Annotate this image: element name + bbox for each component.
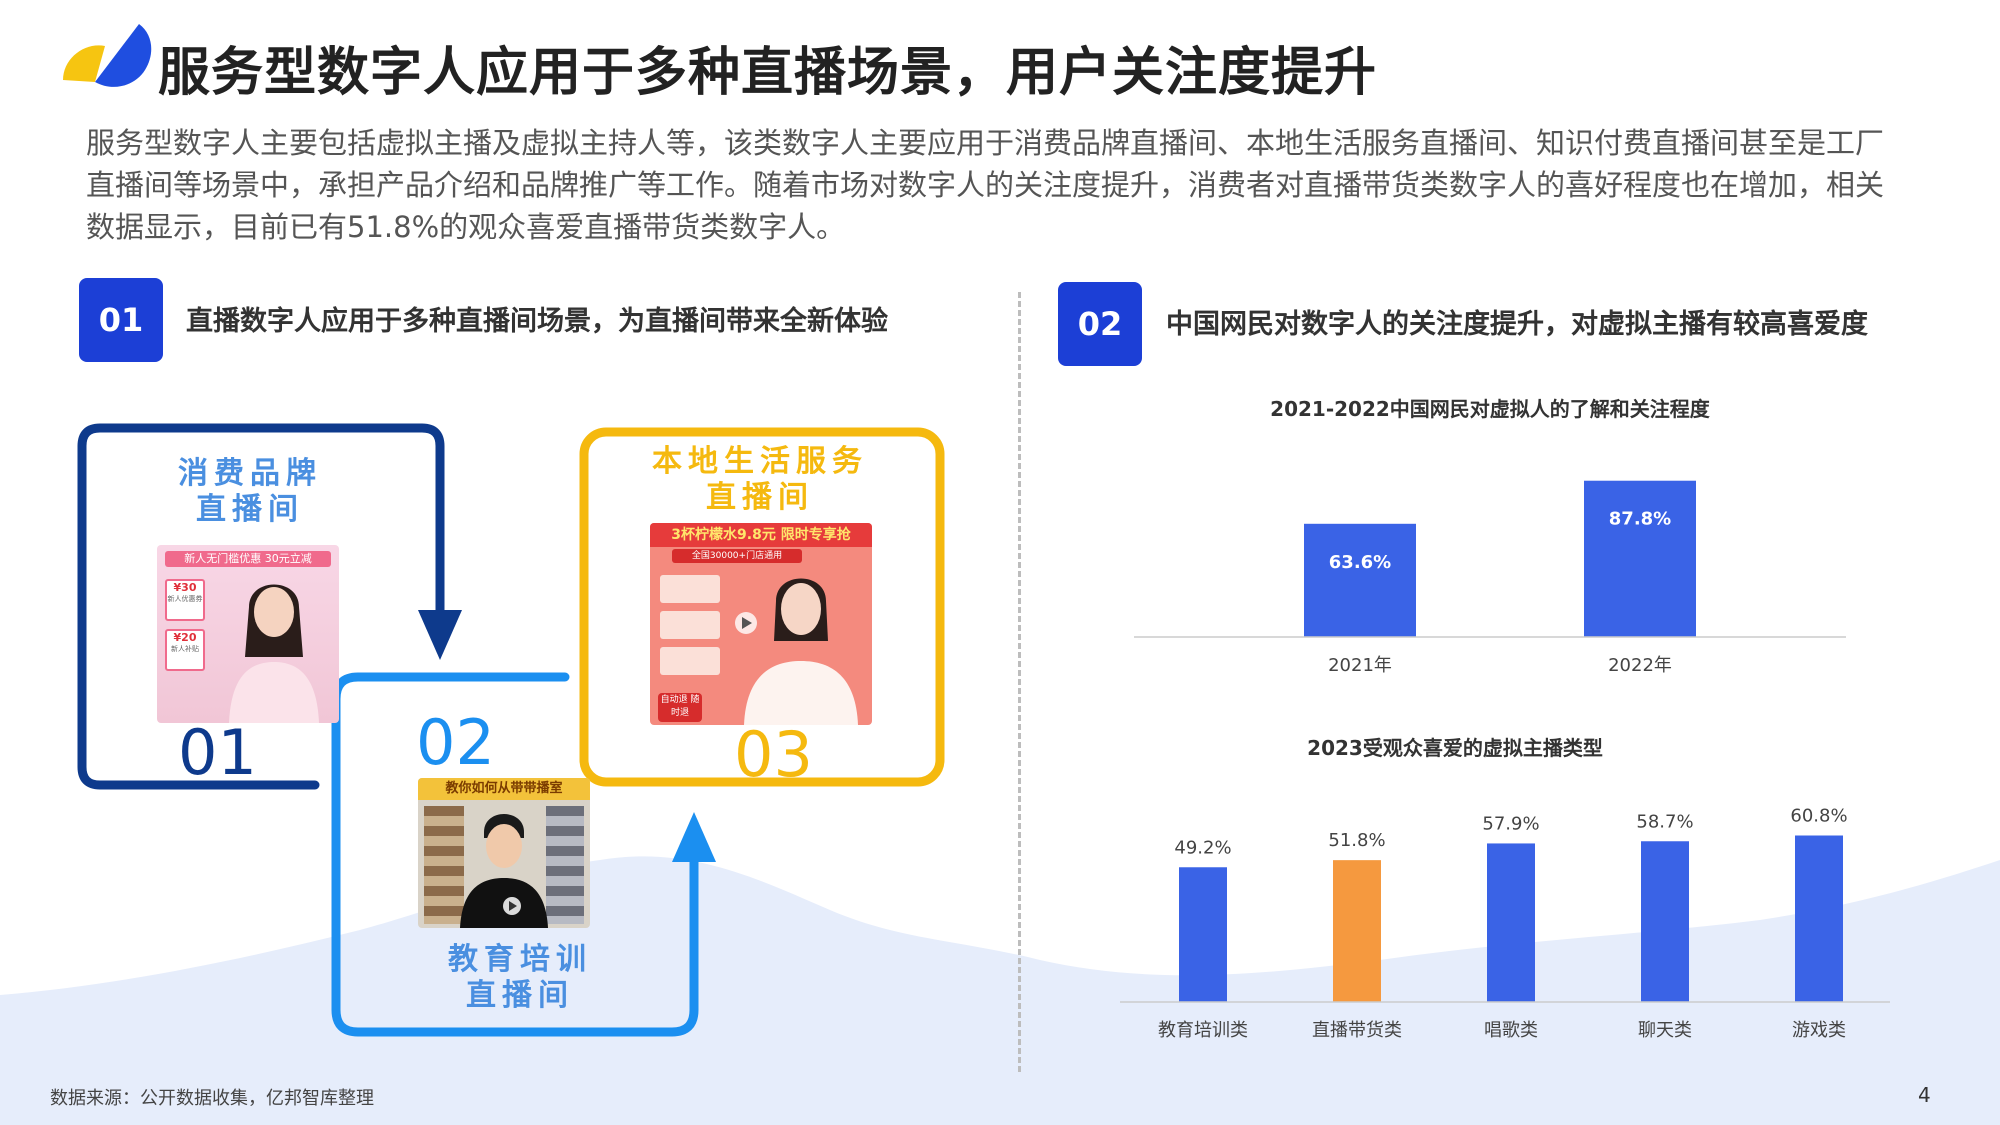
section-title-02: 中国网民对数字人的关注度提升，对虚拟主播有较高喜爱度: [1166, 309, 1868, 340]
page-title: 服务型数字人应用于多种直播场景，用户关注度提升: [158, 43, 1378, 103]
product-list: [660, 575, 720, 679]
chart-favorite-host-types-2023: 2023受观众喜爱的虚拟主播类型 49.2% 教育培训类 51.8% 直播带货类 57.9…: [1120, 736, 1890, 1041]
data-label: 87.8%: [1609, 509, 1671, 530]
x-tick-label: 游戏类: [1792, 1020, 1846, 1041]
x-tick-label: 直播带货类: [1312, 1020, 1402, 1041]
virtual-host-figure: [460, 814, 548, 928]
section-badge-01: 01: [79, 278, 163, 362]
scene-screenshot-03: 3杯柠檬水9.8元 限时专享抢 全国30000+门店通用 自动退 随时退: [650, 523, 872, 725]
page-number: 4: [1918, 1083, 1931, 1107]
intro-paragraph: 服务型数字人主要包括虚拟主播及虚拟主持人等，该类数字人主要应用于消费品牌直播间、…: [86, 126, 1885, 244]
brand-logo-icon: [63, 24, 152, 87]
x-tick-label: 聊天类: [1638, 1020, 1692, 1041]
scene-screenshot-02: 教你如何从带带播室: [418, 778, 590, 928]
charts-area: 2021-2022中国网民对虚拟人的了解和关注程度 63.6% 2021年 87.8%…: [1120, 397, 1890, 1041]
data-label: 63.6%: [1329, 552, 1391, 573]
chart-bar: [1795, 835, 1843, 1002]
promo-banner: 教你如何从带带播室: [418, 778, 590, 800]
chart-bar: [1333, 860, 1381, 1002]
section-badge-02: 02: [1058, 282, 1142, 366]
x-tick-label: 2022年: [1608, 655, 1672, 676]
chart-bar: [1179, 867, 1227, 1002]
chart-bar: [1584, 480, 1696, 637]
data-source-note: 数据来源：公开数据收集，亿邦智库整理: [50, 1088, 374, 1109]
x-tick-label: 2021年: [1328, 655, 1392, 676]
chart-title: 2021-2022中国网民对虚拟人的了解和关注程度: [1270, 397, 1711, 421]
x-tick-label: 教育培训类: [1158, 1020, 1248, 1041]
coupon-card: ¥20 新人补贴: [165, 629, 205, 671]
promo-banner: 新人无门槛优惠 30元立减: [165, 551, 331, 567]
data-label: 49.2%: [1174, 837, 1231, 858]
section-divider: [1018, 292, 1021, 1072]
data-label: 51.8%: [1328, 830, 1385, 851]
scene-screenshot-01: 新人无门槛优惠 30元立减 ¥30 新人优惠券 ¥20 新人补贴: [157, 545, 339, 723]
scene-label-02: 教育培训 直播间: [448, 942, 592, 1013]
chart-bar: [1304, 523, 1416, 637]
chart-awareness-2021-2022: 2021-2022中国网民对虚拟人的了解和关注程度 63.6% 2021年 87.8%…: [1134, 397, 1846, 676]
scene-label-03: 本地生活服务 直播间: [652, 444, 868, 515]
virtual-host-figure: [229, 584, 319, 723]
chart-title: 2023受观众喜爱的虚拟主播类型: [1307, 736, 1603, 760]
data-label: 58.7%: [1636, 811, 1693, 832]
scene-label-01: 消费品牌 直播间: [178, 456, 322, 527]
section-title-01: 直播数字人应用于多种直播间场景，为直播间带来全新体验: [186, 306, 888, 337]
scene-number-01: 01: [178, 716, 257, 789]
refund-badge: 自动退 随时退: [658, 693, 702, 722]
data-label: 60.8%: [1790, 806, 1847, 827]
x-tick-label: 唱歌类: [1484, 1020, 1538, 1041]
scene-number-02: 02: [416, 706, 495, 779]
coupon-card: ¥30 新人优惠券: [165, 579, 205, 621]
chart-bar: [1487, 843, 1535, 1002]
chart-bar: [1641, 841, 1689, 1002]
promo-banner: 3杯柠檬水9.8元 限时专享抢: [650, 523, 872, 547]
scene-number-03: 03: [734, 718, 813, 791]
virtual-host-figure: [735, 578, 858, 725]
data-label: 57.9%: [1482, 813, 1539, 834]
